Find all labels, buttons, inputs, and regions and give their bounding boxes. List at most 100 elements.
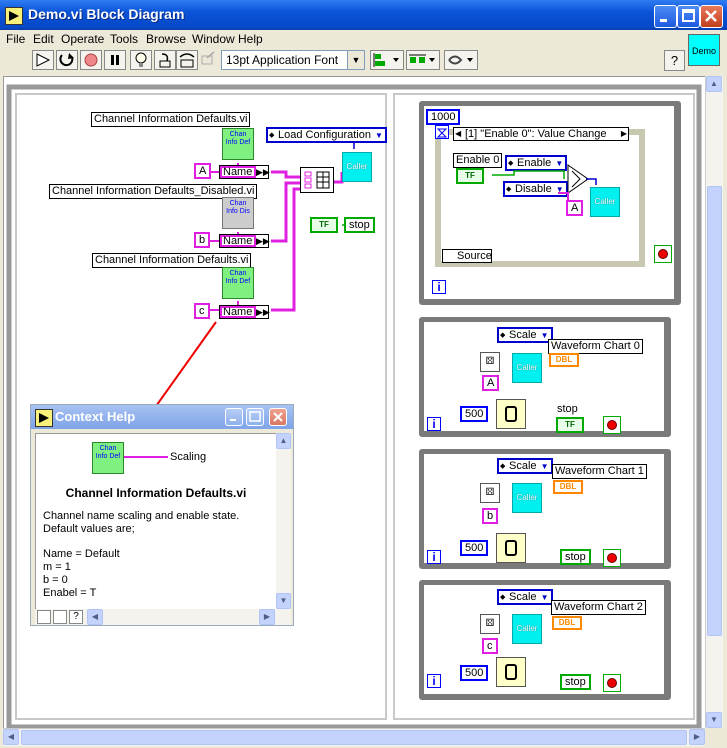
menu-help[interactable]: Help xyxy=(238,32,263,46)
const-c[interactable]: c xyxy=(194,303,210,319)
run-continuously-button[interactable] xyxy=(56,50,78,70)
lock-icon[interactable] xyxy=(53,610,67,624)
stop-terminal-1[interactable] xyxy=(603,549,621,567)
context-help-button[interactable]: ? xyxy=(664,50,685,71)
resize-grip-icon[interactable] xyxy=(705,728,722,745)
context-help-vscroll[interactable]: ▲ ▼ xyxy=(276,433,291,609)
scroll-down-icon[interactable]: ▼ xyxy=(706,712,722,728)
dice-icon[interactable]: ⚄ xyxy=(480,483,500,503)
highlight-execution-button[interactable] xyxy=(130,50,152,70)
const-a-event[interactable]: A xyxy=(566,200,584,216)
wait-constant-1[interactable]: 500 xyxy=(460,540,489,556)
context-help-window[interactable]: Context Help Chan Info Def Scaling Chann… xyxy=(30,404,294,626)
vertical-scrollbar[interactable]: ▲ ▼ xyxy=(705,76,723,728)
scroll-left-icon[interactable]: ◀ xyxy=(3,729,19,745)
caller-subvi-1[interactable]: Caller xyxy=(512,483,542,513)
step-out-button[interactable] xyxy=(198,50,218,70)
const-b-loop1[interactable]: b xyxy=(482,508,499,524)
run-button[interactable] xyxy=(32,50,54,70)
abort-button[interactable] xyxy=(80,50,102,70)
stop-terminal-0[interactable] xyxy=(603,416,621,434)
context-help-close[interactable] xyxy=(269,408,287,426)
caller-subvi-2[interactable]: Caller xyxy=(512,614,542,644)
timeout-constant[interactable]: 1000 xyxy=(426,109,461,125)
scroll-down-icon[interactable]: ▼ xyxy=(276,593,291,609)
subvi-channel-info-defaults-3[interactable]: Chan Info Def xyxy=(222,267,254,299)
stop-terminal-event[interactable] xyxy=(654,245,672,263)
block-diagram-canvas[interactable]: Channel Information Defaults.vi Chan Inf… xyxy=(3,76,706,730)
dice-icon[interactable]: ⚄ xyxy=(480,614,500,634)
detailed-help-icon[interactable]: ? xyxy=(69,610,83,624)
caller-subvi-0[interactable]: Caller xyxy=(512,353,542,383)
wait-constant-2[interactable]: 500 xyxy=(460,665,489,681)
step-over-button[interactable] xyxy=(176,50,198,70)
subvi-channel-info-defaults-disabled[interactable]: Chan Info Dis xyxy=(222,197,254,229)
menu-browse[interactable]: Browse xyxy=(146,32,187,46)
context-help-maximize[interactable] xyxy=(246,408,264,426)
unbundle-by-name-1[interactable]: Name ▶▶ xyxy=(219,165,270,179)
const-b[interactable]: b xyxy=(194,232,211,248)
vi-icon[interactable]: Demo xyxy=(688,34,720,66)
context-help-minimize[interactable] xyxy=(225,408,243,426)
wait-constant-0[interactable]: 500 xyxy=(460,406,489,422)
align-objects-button[interactable] xyxy=(370,50,404,70)
context-help-title-bar[interactable]: Context Help xyxy=(31,405,293,429)
build-array-node[interactable] xyxy=(300,167,334,193)
enable-0-terminal[interactable]: TF xyxy=(456,168,484,184)
step-into-button[interactable] xyxy=(154,50,176,70)
scroll-up-icon[interactable]: ▲ xyxy=(276,433,291,449)
event-source-node[interactable]: Source xyxy=(442,249,492,263)
maximize-button[interactable] xyxy=(677,5,700,28)
distribute-objects-button[interactable] xyxy=(406,50,440,70)
wait-ms-timer-0[interactable] xyxy=(496,399,526,429)
chart-label-2: Waveform Chart 2 xyxy=(551,600,646,615)
vertical-scroll-thumb[interactable] xyxy=(707,186,722,636)
stop-local-variable-2[interactable]: stop xyxy=(560,674,591,690)
context-help-title: Context Help xyxy=(55,409,136,424)
pause-button[interactable] xyxy=(104,50,126,70)
menu-file[interactable]: File xyxy=(6,32,26,46)
caller-subvi[interactable]: Caller xyxy=(342,152,372,182)
wait-ms-timer-2[interactable] xyxy=(496,657,526,687)
menu-operate[interactable]: Operate xyxy=(61,32,105,46)
dice-icon[interactable]: ⚄ xyxy=(480,352,500,372)
disable-ring[interactable]: Disable xyxy=(503,181,568,197)
menu-edit[interactable]: Edit xyxy=(33,32,54,46)
event-case-selector[interactable]: ◀ [1] "Enable 0": Value Change ▶ xyxy=(453,127,629,141)
subvi-channel-info-defaults-1[interactable]: Chan Info Def xyxy=(222,128,254,160)
horizontal-scrollbar[interactable]: ◀ ▶ xyxy=(3,728,705,746)
scroll-left-icon[interactable]: ◀ xyxy=(87,609,103,625)
scale-ring-0[interactable]: Scale xyxy=(497,327,553,343)
scroll-up-icon[interactable]: ▲ xyxy=(706,76,722,92)
unbundle-by-name-3[interactable]: Name ▶▶ xyxy=(219,305,270,319)
load-configuration-ring[interactable]: Load Configuration xyxy=(266,127,387,143)
title-bar[interactable]: Demo.vi Block Diagram xyxy=(0,0,727,30)
waveform-chart-terminal-1[interactable]: DBL xyxy=(553,480,583,494)
stop-button-terminal-0[interactable]: TF xyxy=(556,417,584,433)
stop-local-variable[interactable]: stop xyxy=(344,217,375,233)
caller-subvi-event[interactable]: Caller xyxy=(590,187,620,217)
const-c-loop2[interactable]: c xyxy=(482,638,498,654)
close-button[interactable] xyxy=(700,5,723,28)
boolean-constant[interactable]: TF xyxy=(310,217,338,233)
menu-tools[interactable]: Tools xyxy=(110,32,139,46)
scale-ring-1[interactable]: Scale xyxy=(497,458,553,474)
wait-ms-timer-1[interactable] xyxy=(496,533,526,563)
stop-local-variable-1[interactable]: stop xyxy=(560,549,591,565)
horizontal-scroll-thumb[interactable] xyxy=(21,730,687,745)
reorder-button[interactable] xyxy=(444,50,478,70)
scale-ring-2[interactable]: Scale xyxy=(497,589,553,605)
font-select[interactable]: 13pt Application Font ▼ xyxy=(221,50,365,70)
waveform-chart-terminal-0[interactable]: DBL xyxy=(549,353,579,367)
const-a-loop0[interactable]: A xyxy=(482,375,500,391)
detailed-diagram-toggle-icon[interactable] xyxy=(37,610,51,624)
menu-window[interactable]: Window xyxy=(192,32,235,46)
const-a[interactable]: A xyxy=(194,163,212,179)
waveform-chart-terminal-2[interactable]: DBL xyxy=(552,616,582,630)
enable-ring[interactable]: Enable xyxy=(505,155,568,171)
minimize-button[interactable] xyxy=(654,5,677,28)
scroll-right-icon[interactable]: ▶ xyxy=(689,729,705,745)
unbundle-by-name-2[interactable]: Name ▶▶ xyxy=(219,234,270,248)
stop-terminal-2[interactable] xyxy=(603,674,621,692)
scroll-right-icon[interactable]: ▶ xyxy=(259,609,275,625)
